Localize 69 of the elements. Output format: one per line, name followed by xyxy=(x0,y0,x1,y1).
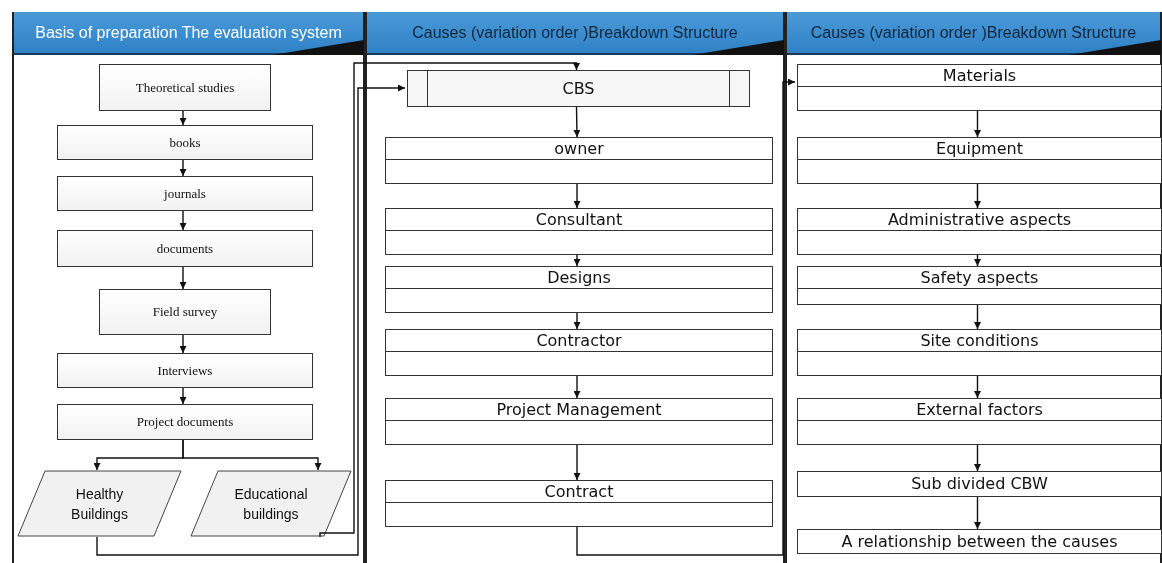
column-heading: Basis of preparation The evaluation system xyxy=(35,22,342,43)
arrow xyxy=(573,375,581,399)
column-heading: Causes (variation order )Breakdown Structure xyxy=(412,22,738,43)
category-box xyxy=(385,480,773,527)
node-label: Materials xyxy=(942,64,1017,87)
node-label: Safety aspects xyxy=(920,266,1039,289)
node-label: owner xyxy=(554,137,604,160)
category-box xyxy=(797,137,1162,184)
process-box: journals xyxy=(57,176,313,211)
arrow xyxy=(179,210,187,231)
arrow xyxy=(974,110,981,138)
arrow xyxy=(179,110,187,126)
node-label: Healthy Buildings xyxy=(70,484,129,524)
arrow xyxy=(974,496,981,530)
arrow xyxy=(96,84,406,556)
arrow xyxy=(179,266,187,290)
node-label: Equipment xyxy=(936,137,1023,160)
process-box: Theoretical studies xyxy=(99,64,271,111)
column-heading: Causes (variation order )Breakdown Structure xyxy=(810,22,1137,43)
arrow xyxy=(179,387,187,405)
node-label: Administrative aspects xyxy=(887,208,1072,231)
arrow xyxy=(573,444,581,481)
arrow xyxy=(974,375,981,399)
process-box: books xyxy=(57,125,313,160)
node-label: Sub divided CBW xyxy=(911,473,1048,495)
arrow xyxy=(573,106,581,138)
arrow xyxy=(573,254,581,267)
node-label: Contract xyxy=(544,480,614,503)
category-box xyxy=(385,266,773,313)
node-label: Site conditions xyxy=(920,329,1039,352)
arrow xyxy=(974,183,981,209)
category-box xyxy=(797,471,1162,497)
category-box xyxy=(797,266,1162,305)
arrow xyxy=(573,312,581,330)
arrow xyxy=(179,159,187,177)
node-label: Consultant xyxy=(535,208,623,231)
category-box xyxy=(385,208,773,255)
node-label: Designs xyxy=(547,266,611,289)
column-panel xyxy=(785,12,1162,563)
process-box: Interviews xyxy=(57,353,313,388)
arrow xyxy=(974,304,981,330)
category-box xyxy=(797,329,1162,376)
process-box: Project documents xyxy=(57,404,313,440)
arrow xyxy=(573,183,581,209)
category-box xyxy=(385,398,773,445)
category-box xyxy=(797,208,1162,255)
node-label: A relationship between the causes xyxy=(841,530,1118,553)
column-panel xyxy=(12,12,365,563)
category-box xyxy=(797,64,1162,111)
data-parallelogram xyxy=(190,470,352,537)
category-box xyxy=(797,398,1162,445)
arrow xyxy=(182,439,322,471)
data-parallelogram xyxy=(17,470,182,537)
process-box: documents xyxy=(57,230,313,267)
arrow xyxy=(179,334,187,354)
node-label: Project Management xyxy=(496,398,662,421)
arrow xyxy=(319,62,580,538)
column-panel xyxy=(365,12,785,563)
arrow xyxy=(974,254,981,267)
arrow xyxy=(576,78,796,556)
node-label: External factors xyxy=(916,398,1043,421)
predefined-process-box: CBS xyxy=(407,70,750,107)
process-box: Field survey xyxy=(99,289,271,335)
category-box xyxy=(797,529,1162,554)
category-box xyxy=(385,137,773,184)
arrow xyxy=(974,444,981,472)
node-label: Educational buildings xyxy=(233,484,309,524)
node-label: Contractor xyxy=(536,329,622,352)
category-box xyxy=(385,329,773,376)
